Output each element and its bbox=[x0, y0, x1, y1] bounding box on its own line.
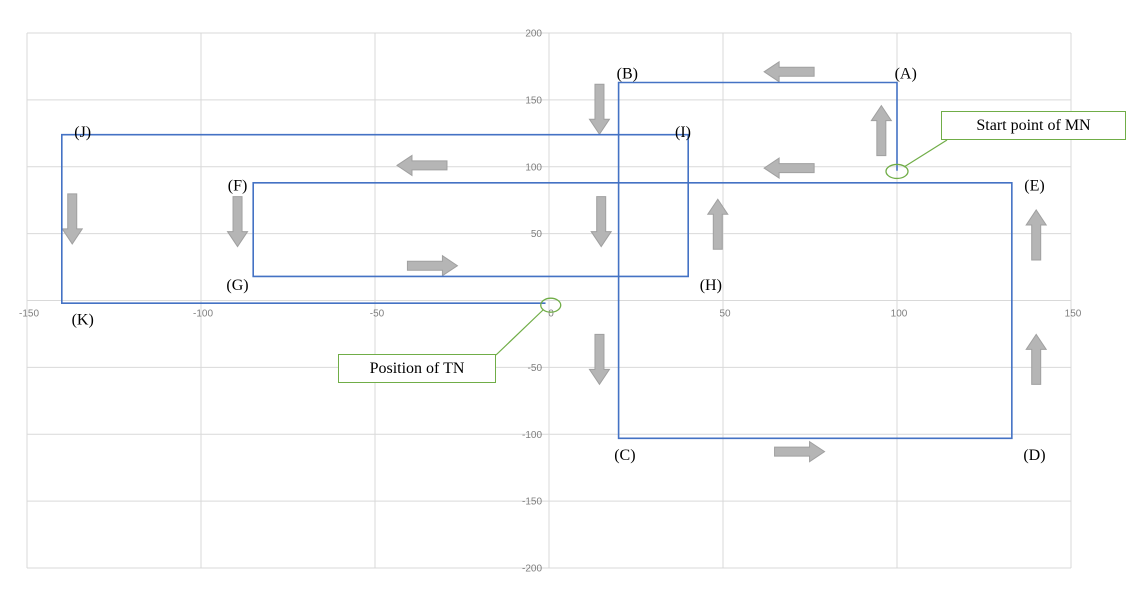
callout-mn-connector bbox=[903, 139, 948, 168]
point-label-j: (J) bbox=[74, 124, 91, 141]
direction-arrow-down bbox=[226, 196, 249, 248]
direction-arrow-right bbox=[406, 254, 459, 277]
direction-arrow-right bbox=[774, 440, 826, 463]
x-axis-tick-label: -50 bbox=[370, 309, 385, 320]
point-label-i: (I) bbox=[675, 124, 691, 141]
callout-position-tn: Position of TN bbox=[338, 354, 496, 383]
y-axis-tick-label: 100 bbox=[525, 162, 542, 173]
direction-arrow-down bbox=[61, 193, 84, 245]
direction-arrow-down bbox=[588, 333, 611, 386]
y-axis-tick-label: 200 bbox=[525, 29, 542, 40]
direction-arrow-down bbox=[590, 196, 613, 248]
y-axis-tick-label: -200 bbox=[522, 564, 542, 575]
tn-position-marker bbox=[540, 297, 562, 313]
direction-arrow-up bbox=[1025, 209, 1048, 261]
callout-start-point-mn: Start point of MN bbox=[941, 111, 1126, 140]
y-axis-tick-label: -150 bbox=[522, 497, 542, 508]
x-axis-tick-label: 0 bbox=[548, 309, 554, 320]
start-point-marker bbox=[885, 163, 909, 180]
direction-arrow-left bbox=[763, 60, 815, 83]
y-axis-tick-label: -100 bbox=[522, 430, 542, 441]
point-label-d: (D) bbox=[1023, 447, 1045, 464]
x-axis-tick-label: 150 bbox=[1065, 309, 1082, 320]
path-mn bbox=[60, 81, 1013, 440]
direction-arrow-down bbox=[588, 83, 611, 136]
point-label-a: (A) bbox=[895, 66, 917, 83]
y-axis-tick-label: 150 bbox=[525, 95, 542, 106]
point-label-f: (F) bbox=[228, 177, 248, 194]
direction-arrow-up bbox=[1025, 333, 1048, 385]
direction-arrow-up bbox=[706, 198, 729, 250]
point-label-b: (B) bbox=[617, 66, 638, 83]
point-label-e: (E) bbox=[1024, 177, 1044, 194]
point-label-h: (H) bbox=[700, 277, 722, 294]
x-axis-tick-label: -100 bbox=[193, 309, 213, 320]
direction-arrow-left bbox=[396, 154, 448, 177]
direction-arrow-left bbox=[763, 157, 815, 180]
callout-tn-connector bbox=[495, 309, 544, 356]
point-label-c: (C) bbox=[614, 447, 635, 464]
point-label-k: (K) bbox=[72, 312, 94, 329]
point-label-g: (G) bbox=[226, 277, 248, 294]
x-axis-tick-label: 50 bbox=[719, 309, 731, 320]
x-axis-tick-label: 100 bbox=[891, 309, 908, 320]
y-axis-tick-label: 50 bbox=[531, 229, 543, 240]
x-axis-tick-label: -150 bbox=[19, 309, 39, 320]
y-axis-tick-label: -50 bbox=[528, 363, 543, 374]
direction-arrow-up bbox=[870, 104, 893, 157]
